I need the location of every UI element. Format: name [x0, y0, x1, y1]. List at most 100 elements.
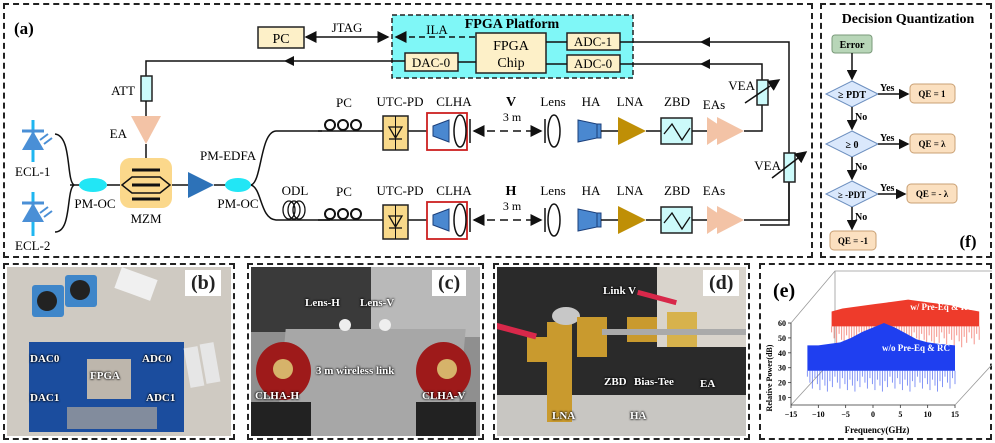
- svg-text:EAs: EAs: [703, 97, 725, 112]
- pc-label: PC: [272, 32, 289, 47]
- mzm-label: MZM: [130, 211, 162, 226]
- panel-a-tag: (a): [14, 19, 34, 38]
- y-tick-label: 30: [778, 364, 786, 373]
- vea-h-attenuator: [783, 152, 796, 183]
- svg-text:≥ 0: ≥ 0: [846, 140, 859, 151]
- photo-label-adc0: ADC0: [142, 353, 172, 365]
- pol-h-label: H: [506, 184, 517, 199]
- photo-label-ha: HA: [630, 410, 647, 422]
- svg-text:EAs: EAs: [703, 183, 725, 198]
- panel-f-decision-quantization: [820, 3, 992, 258]
- svg-text:QE = λ: QE = λ: [918, 139, 946, 149]
- svg-text:No: No: [855, 112, 867, 123]
- pc-polarization-controller-v-icon: [324, 119, 362, 131]
- ecl1-laser-icon: [22, 120, 53, 162]
- output-qe-1: [909, 83, 956, 104]
- pc-box: [257, 26, 305, 49]
- svg-text:≥ PDT: ≥ PDT: [838, 90, 866, 101]
- ecl1-label: ECL-1: [15, 164, 50, 179]
- x-tick-label: −15: [785, 410, 798, 419]
- x-tick-label: 15: [951, 410, 959, 419]
- branch-h: PC UTC-PD CLHA H 3 m Lens HA LNA ZBD EAs: [318, 151, 808, 240]
- svg-text:UTC-PD: UTC-PD: [377, 94, 424, 109]
- photo-label-dac1: DAC1: [30, 392, 60, 404]
- x-tick-label: 5: [898, 410, 902, 419]
- panel-c-wireless-link-photo: [247, 263, 484, 440]
- odl-label: ODL: [282, 183, 309, 198]
- svg-text:QE = - λ: QE = - λ: [916, 189, 949, 199]
- output-qe-neg-1: [829, 230, 877, 251]
- panel-f-tag: (f): [960, 232, 977, 251]
- fpga-chip: [475, 32, 547, 74]
- svg-text:Yes: Yes: [880, 83, 895, 94]
- svg-text:HA: HA: [582, 183, 601, 198]
- flowchart-title: Decision Quantization: [842, 12, 975, 27]
- chart-y-label: Relative Power(dB): [765, 344, 774, 411]
- panel-b-tag: (b): [185, 270, 222, 296]
- clha-v-icon: [426, 112, 468, 151]
- photo-label-link-v: Link V: [603, 285, 637, 297]
- svg-text:Error: Error: [840, 40, 865, 51]
- y-tick-label: 20: [778, 379, 786, 388]
- photo-label-clha-v: CLHA-V: [422, 390, 466, 402]
- panel-e-tag: (e): [773, 280, 795, 302]
- fpga-chip-line2: Chip: [497, 56, 524, 71]
- photo-label-lna: LNA: [552, 410, 576, 422]
- panel-c-tag: (c): [432, 270, 467, 296]
- att-label: ATT: [111, 83, 135, 98]
- photo-label-adc1: ADC1: [146, 392, 176, 404]
- legend-w-pre-eq: w/ Pre-Eq & RC: [910, 302, 974, 312]
- svg-text:VEA: VEA: [728, 78, 755, 93]
- adc0-label: ADC-0: [574, 56, 612, 71]
- ea-amplifier-icon: [131, 116, 161, 144]
- vea-v-attenuator: [756, 79, 769, 106]
- svg-text:PC: PC: [336, 184, 352, 199]
- panel-a-diagram: (a) PC JTAG FPGA Platform ILA FPGA Chip …: [14, 14, 808, 253]
- pc-polarization-controller-h-icon: [324, 208, 362, 220]
- series-area-wo-pre-eq: [807, 323, 955, 371]
- clha-h-icon: [426, 201, 468, 240]
- chart-x-label: Frequency(GHz): [845, 425, 910, 435]
- svg-text:ZBD: ZBD: [664, 94, 690, 109]
- fpga-chip-line1: FPGA: [493, 39, 530, 54]
- series-area-w-pre-eq: [831, 299, 980, 327]
- svg-text:Yes: Yes: [880, 183, 895, 194]
- ea-label: EA: [110, 126, 128, 141]
- svg-text:CLHA: CLHA: [436, 94, 472, 109]
- ecl2-label: ECL-2: [15, 238, 50, 253]
- svg-text:CLHA: CLHA: [436, 183, 472, 198]
- branch-v: PC UTC-PD CLHA V 3 m Lens HA LNA ZBD EAs: [318, 78, 781, 151]
- odl-delay-line-icon: [282, 200, 306, 220]
- svg-text:PC: PC: [336, 95, 352, 110]
- chart-box-back: [790, 270, 992, 406]
- svg-text:UTC-PD: UTC-PD: [377, 183, 424, 198]
- att-box: [140, 75, 153, 102]
- dac-to-att-line: [145, 60, 405, 76]
- pmoc-right-label: PM-OC: [217, 196, 258, 211]
- photo-label-3m-link: 3 m wireless link: [316, 365, 395, 377]
- y-tick-label: 60: [778, 319, 786, 328]
- y-tick-label: 10: [778, 394, 786, 403]
- output-qe-lambda: [909, 133, 956, 154]
- svg-text:ZBD: ZBD: [664, 183, 690, 198]
- legend-wo-pre-eq: w/o Pre-Eq & RC: [882, 343, 950, 353]
- fpga-platform-title: FPGA Platform: [465, 17, 560, 32]
- photo-label-lens-h: Lens-H: [305, 297, 340, 309]
- ha-v-icon: [577, 119, 598, 143]
- svg-text:QE = -1: QE = -1: [838, 236, 869, 246]
- output-qe-neg-lambda: [906, 183, 958, 204]
- svg-text:3 m: 3 m: [503, 110, 522, 124]
- wireless-link-photo: [251, 267, 480, 436]
- svg-text:Lens: Lens: [540, 183, 565, 198]
- x-tick-label: 0: [871, 410, 875, 419]
- panel-e-spectrum-chart: [759, 263, 992, 440]
- lna-v-icon: [618, 117, 646, 145]
- x-tick-label: 10: [924, 410, 932, 419]
- lna-h-icon: [618, 206, 646, 234]
- svg-text:Lens: Lens: [540, 94, 565, 109]
- panel-d-receiver-photo: [493, 263, 750, 440]
- y-tick-label: 50: [778, 334, 786, 343]
- photo-label-dac0: DAC0: [30, 353, 60, 365]
- svg-text:VEA: VEA: [754, 158, 781, 173]
